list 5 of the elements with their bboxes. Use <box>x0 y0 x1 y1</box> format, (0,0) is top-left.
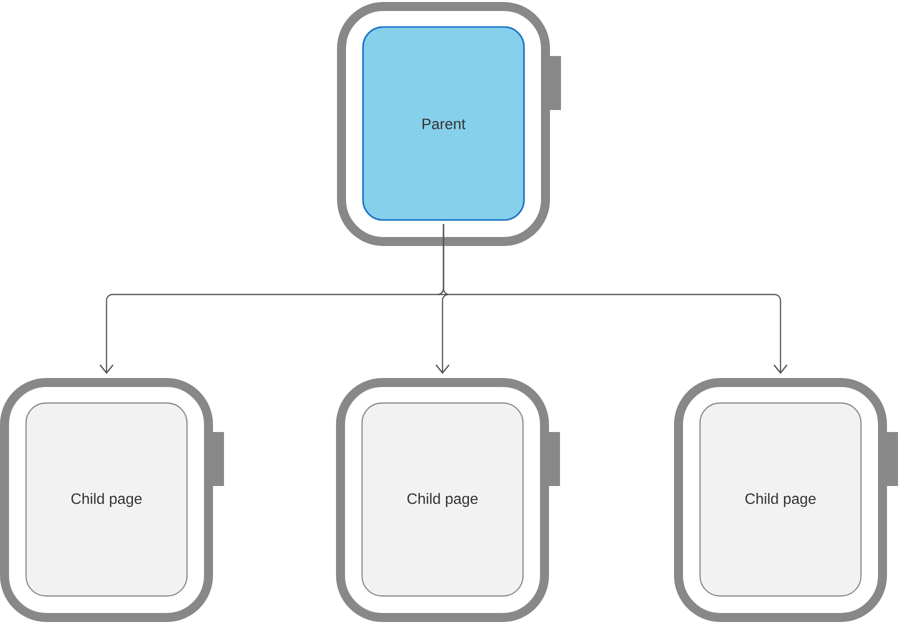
arrow <box>442 224 788 374</box>
watch-screen: Child page <box>0 378 224 622</box>
watch-screen: Parent <box>337 2 561 246</box>
watch-screen: Child page <box>336 378 560 622</box>
watch-screen: Child page <box>674 378 898 622</box>
